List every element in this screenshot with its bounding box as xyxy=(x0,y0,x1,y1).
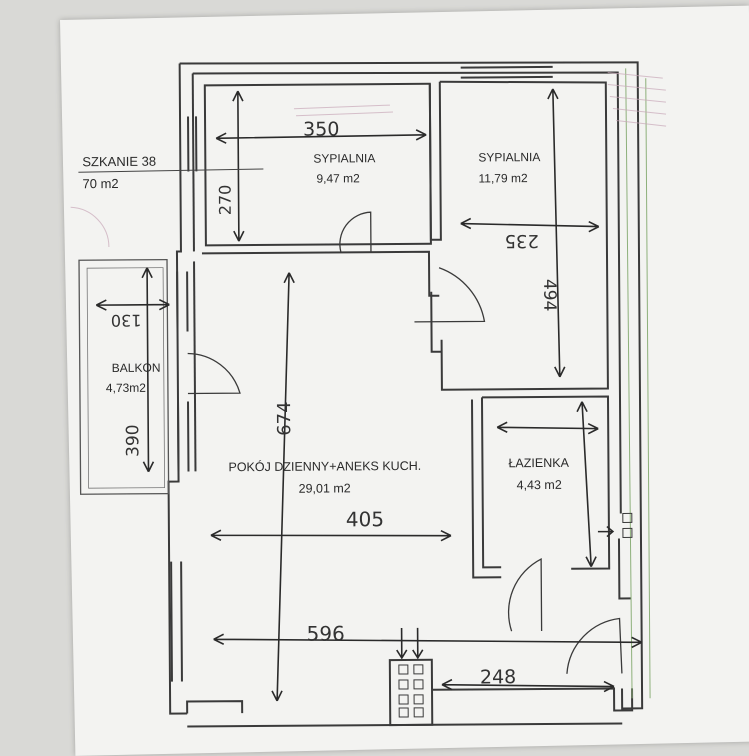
dim-bedroom2-width: 235 xyxy=(504,230,539,251)
bathroom-area: 4,43 m2 xyxy=(517,478,562,492)
bedroom2-area: 11,79 m2 xyxy=(478,171,528,185)
bedroom1-name: SYPIALNIA xyxy=(313,151,375,165)
bedroom1-area: 9,47 m2 xyxy=(316,171,360,185)
header-label: SZKANIE 38 xyxy=(82,154,156,170)
door-entrance xyxy=(566,617,623,674)
bathroom-name: ŁAZIENKA xyxy=(508,456,569,470)
dimension-lines xyxy=(95,88,643,702)
door-bathroom xyxy=(507,557,543,632)
balcony-outline xyxy=(78,258,170,495)
balcony-name: BALKON xyxy=(112,361,161,375)
leader-line xyxy=(78,168,264,173)
stamp-marks xyxy=(70,72,667,248)
door-bedroom2 xyxy=(414,267,486,323)
plot-boundary xyxy=(625,68,651,699)
dim-balcony-width: 130 xyxy=(111,311,142,330)
dim-bedroom2-height: 494 xyxy=(539,279,559,312)
dim-bedroom1-width: 350 xyxy=(303,118,339,140)
walls xyxy=(167,61,644,728)
header-area: 70 m2 xyxy=(82,176,118,191)
living-name: POKÓJ DZIENNY+ANEKS KUCH. xyxy=(228,458,421,474)
dim-living-width: 405 xyxy=(346,507,384,531)
living-area: 29,01 m2 xyxy=(299,481,351,495)
dim-balcony-height: 390 xyxy=(123,424,143,457)
dim-total-width: 596 xyxy=(307,621,345,645)
doors xyxy=(187,211,623,674)
balcony-inner-outline xyxy=(86,267,166,489)
dim-hall-width: 248 xyxy=(480,666,516,688)
door-bedroom1 xyxy=(339,211,372,253)
door-balcony xyxy=(187,352,241,395)
ventilation-ducts xyxy=(398,512,633,718)
dim-bedroom1-height: 270 xyxy=(215,185,234,216)
balcony-area: 4,73m2 xyxy=(106,381,146,395)
dim-living-height: 674 xyxy=(274,401,295,436)
bedroom2-name: SYPIALNIA xyxy=(478,150,540,164)
